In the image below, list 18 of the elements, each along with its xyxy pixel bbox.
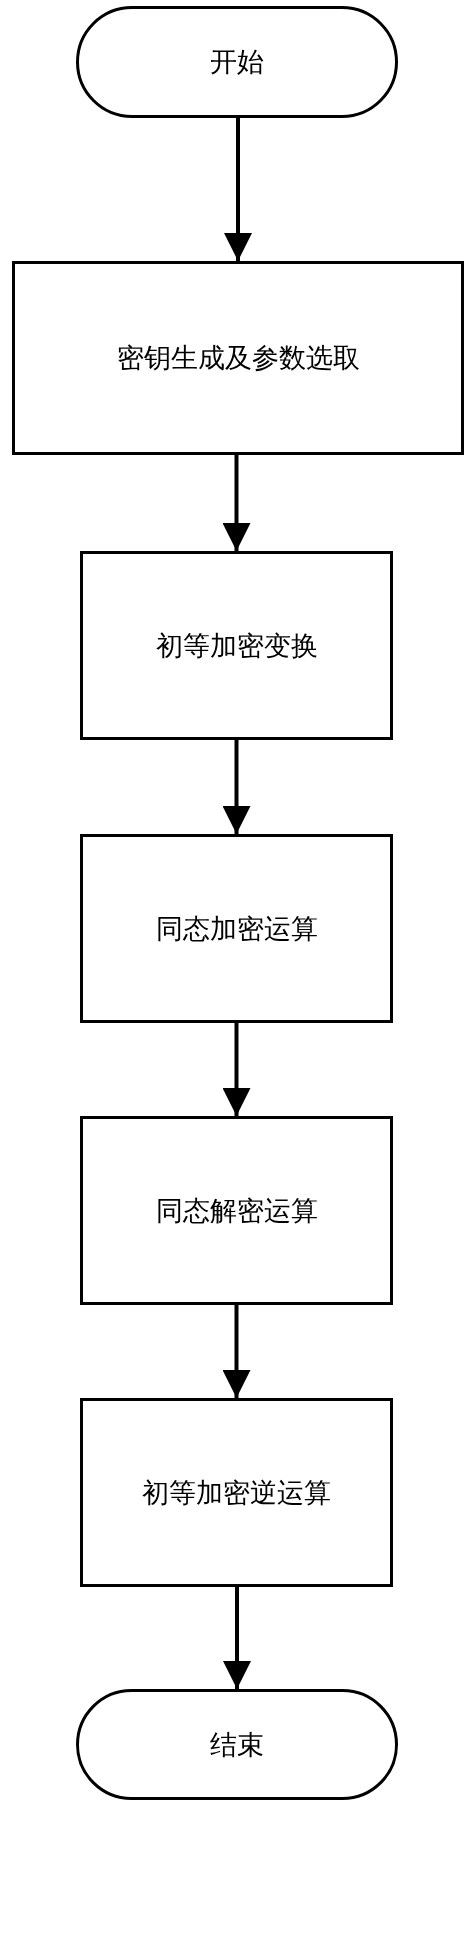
- node-label: 初等加密逆运算: [141, 1475, 332, 1510]
- arrow: [222, 1305, 251, 1398]
- node-label: 同态加密运算: [154, 911, 319, 946]
- arrow: [223, 1587, 251, 1689]
- process-box: [12, 261, 464, 455]
- process-box: [80, 834, 393, 1023]
- arrow: [222, 740, 251, 834]
- arrow: [222, 455, 251, 551]
- arrow: [222, 1023, 251, 1116]
- node-label: 开始: [209, 45, 265, 79]
- process-box: [80, 1116, 393, 1305]
- node-label: 同态解密运算: [154, 1193, 319, 1228]
- node-label: 密钥生成及参数选取: [115, 341, 361, 375]
- arrow: [224, 118, 252, 261]
- process-box: [80, 1398, 393, 1587]
- process-box: [80, 551, 393, 740]
- node-label: 初等加密变换: [154, 628, 319, 663]
- node-label: 结束: [209, 1727, 265, 1762]
